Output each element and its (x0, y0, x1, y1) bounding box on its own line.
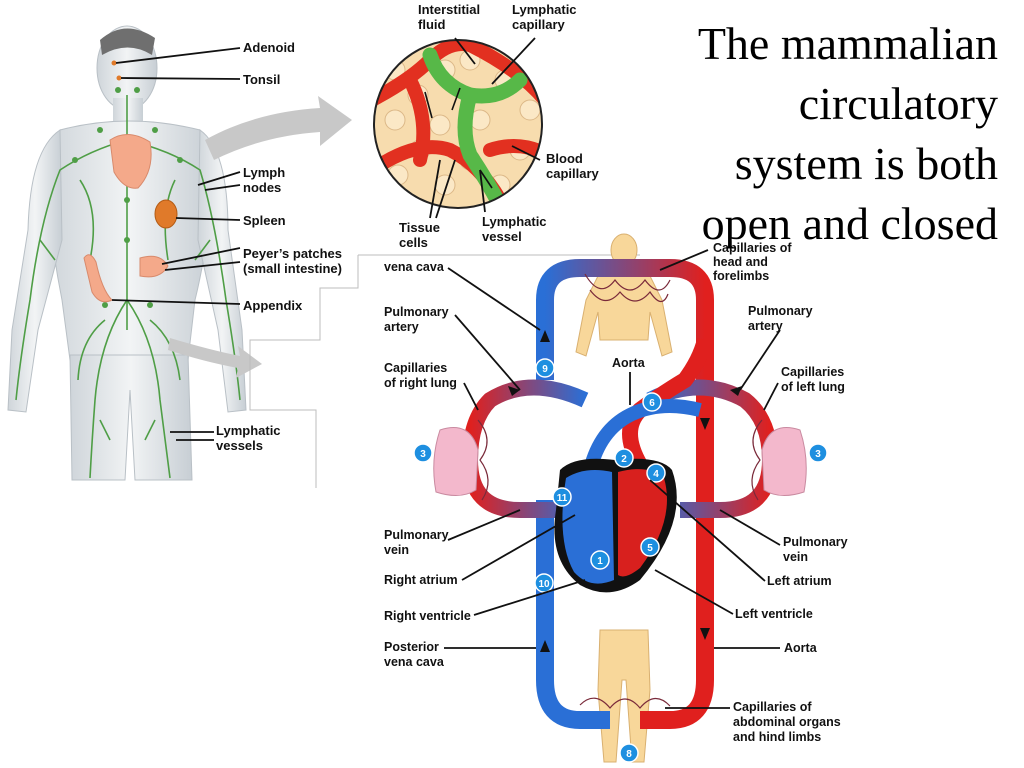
label-anterior-vena-cava: vena cava (384, 260, 444, 274)
step-badge-3-left: 3 (413, 443, 433, 463)
right-lung (433, 427, 479, 496)
head-capillary-mesh (584, 273, 671, 303)
slide-title: The mammalian circulatory system is both… (618, 14, 998, 254)
zoom-arrow-lower-icon (168, 338, 262, 378)
descending-aorta (640, 380, 714, 729)
svg-text:1: 1 (597, 556, 603, 567)
label-peyers-patches: Peyer’s patches(small intestine) (243, 246, 343, 276)
label-spleen: Spleen (243, 213, 286, 228)
abdominal-capillary-mesh (579, 697, 671, 709)
label-aorta-bottom: Aorta (784, 641, 817, 655)
step-badge-11: 11 (552, 487, 572, 507)
svg-text:3: 3 (815, 449, 821, 460)
label-left-atrium: Left atrium (767, 574, 832, 588)
upper-body-figure (575, 233, 673, 357)
lung-capillary-mesh (477, 419, 763, 501)
svg-text:5: 5 (647, 543, 653, 554)
pulmonary-trunk (583, 399, 702, 472)
step-badge-10: 10 (534, 573, 554, 593)
head-systemic-loop (536, 259, 714, 380)
label-appendix: Appendix (243, 298, 303, 313)
intestine-organ (83, 254, 113, 303)
label-tonsil: Tonsil (243, 72, 281, 87)
adenoid-marker (111, 60, 117, 66)
title-line-2: circulatory (798, 78, 998, 129)
svg-text:3: 3 (420, 449, 426, 460)
left-heart-chambers (618, 469, 667, 577)
step-badges: 1 2 3 3 4 5 6 8 9 10 11 (413, 358, 828, 763)
label-adenoid: Adenoid (243, 40, 295, 55)
left-lung-pulmonary-loop (646, 379, 779, 518)
svg-text:2: 2 (621, 454, 627, 465)
spleen-organ (154, 199, 178, 229)
right-lung-pulmonary-loop (461, 379, 589, 518)
step-badge-8: 8 (619, 743, 639, 763)
step-badge-1: 1 (590, 550, 610, 570)
step-badge-6: 6 (642, 392, 662, 412)
label-aorta-top: Aorta (612, 356, 645, 370)
lymph-leader-lines (111, 47, 241, 441)
lower-body-figure (597, 629, 651, 763)
svg-text:8: 8 (626, 749, 632, 760)
svg-text:4: 4 (653, 469, 659, 480)
heart-organ (109, 134, 152, 189)
tonsil-marker (116, 75, 122, 81)
zoom-arrow-icon (205, 96, 352, 160)
step-badge-9: 9 (535, 358, 555, 378)
svg-text:11: 11 (557, 493, 568, 504)
inset-frame-lines (249, 254, 640, 488)
peyers-patch-organ (139, 255, 169, 278)
lymph-vessel-network (15, 95, 241, 479)
posterior-vena-cava-vessel (536, 500, 610, 729)
step-badge-4: 4 (646, 463, 666, 483)
left-lung (761, 427, 807, 496)
step-badge-5: 5 (640, 537, 660, 557)
svg-text:9: 9 (542, 364, 548, 375)
svg-text:6: 6 (649, 398, 655, 409)
svg-text:10: 10 (538, 579, 550, 590)
lymph-node-cluster (72, 87, 183, 308)
flow-arrows (508, 330, 742, 652)
step-badge-2: 2 (614, 448, 634, 468)
label-left-ventricle: Left ventricle (735, 607, 813, 621)
step-badge-3-right: 3 (808, 443, 828, 463)
circulation-leader-lines (444, 249, 781, 709)
title-line-1: The mammalian (697, 18, 998, 69)
label-right-atrium: Right atrium (384, 573, 458, 587)
inset-leader-lines (429, 37, 541, 219)
title-line-3: system is both (734, 138, 998, 189)
label-right-ventricle: Right ventricle (384, 609, 471, 623)
title-line-4: open and closed (701, 198, 998, 249)
capillary-bed-circle (374, 40, 542, 208)
